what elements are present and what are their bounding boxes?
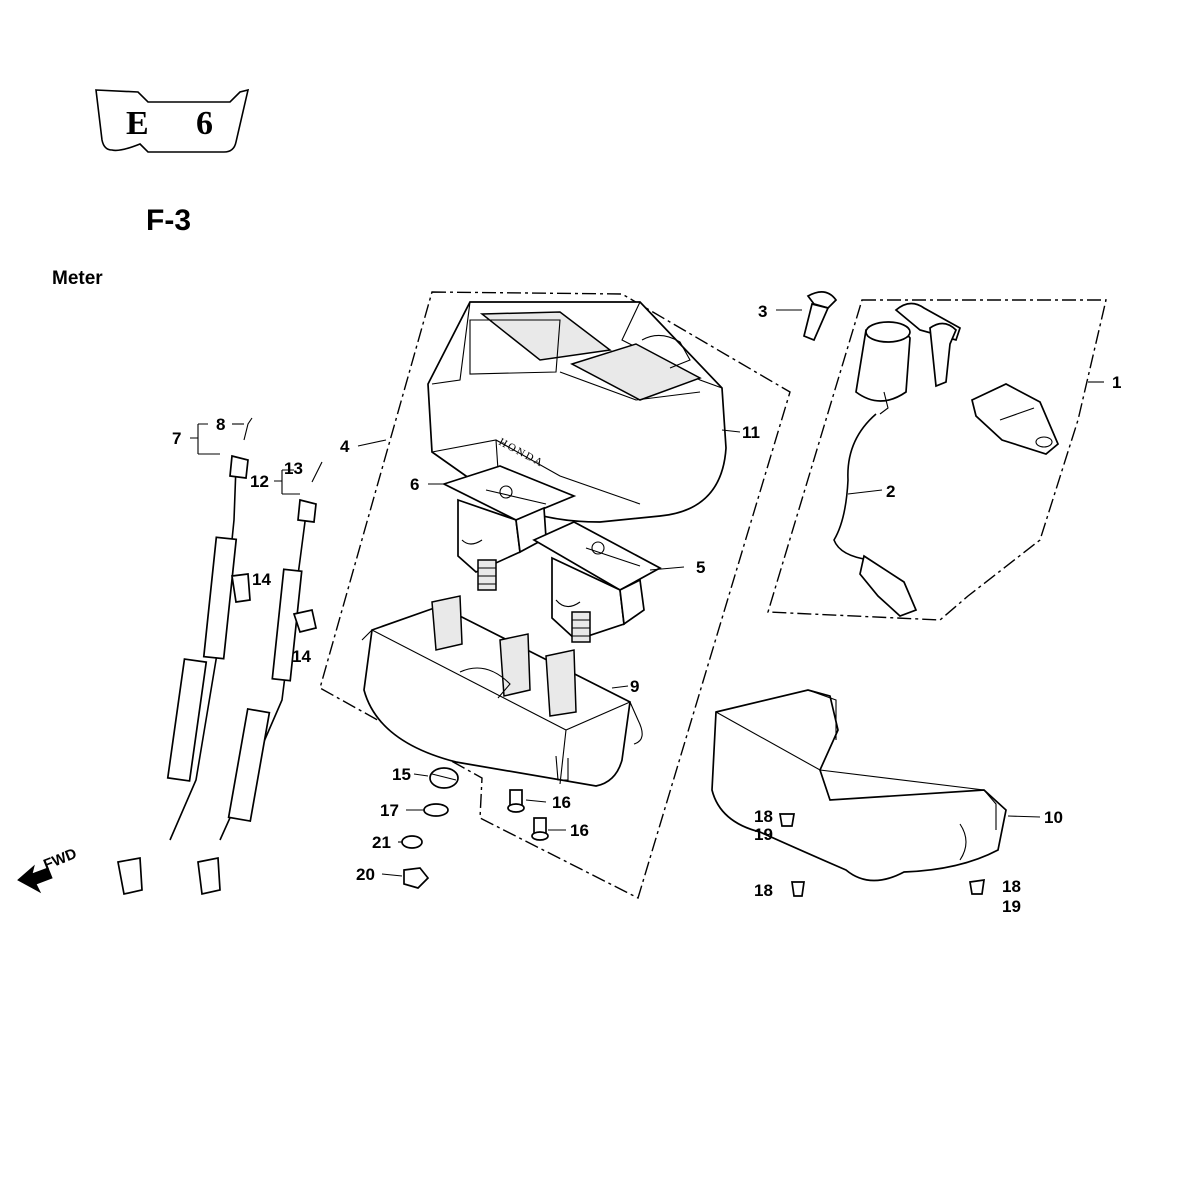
callout-19b: 19 [1002,897,1021,916]
callout-18b: 18 [754,881,773,900]
section-badge: E 6 [95,88,250,153]
callout-6: 6 [410,475,419,494]
callout-14a: 14 [252,570,271,589]
bulb-socket-16a [507,789,525,813]
badge-letter: E [126,105,149,142]
leader-lines [190,309,1104,877]
callout-labels: 1 2 3 4 5 6 7 8 9 10 11 12 13 14 14 15 1… [172,302,1121,916]
callout-8: 8 [216,415,225,434]
badge-number: 6 [196,105,213,142]
callout-20: 20 [356,865,375,884]
bulb-socket-16b [531,817,549,841]
ignition-key [802,291,838,342]
section-title: Meter [52,268,103,289]
washer-17 [423,803,449,817]
callout-16b: 16 [570,821,589,840]
ignition-switch [833,302,962,617]
callout-12: 12 [250,472,269,491]
callout-14b: 14 [292,647,311,666]
callout-17: 17 [380,801,399,820]
callout-15: 15 [392,765,411,784]
tachometer-cable [197,461,323,896]
speedometer-cable [117,417,253,896]
nut-20 [403,867,430,889]
callout-18c: 18 [1002,877,1021,896]
meter-assembly-outline [319,291,791,900]
callout-10: 10 [1044,808,1063,827]
screw-18b [791,881,805,897]
screw-18a [778,813,796,827]
callout-2: 2 [886,482,895,501]
cable-clamp-right [292,608,318,634]
callout-16a: 16 [552,793,571,812]
meter-case-lower [361,595,643,787]
switch-cover [971,383,1060,455]
callout-3: 3 [758,302,767,321]
grommet-15 [429,767,459,789]
meter-visor [711,689,1007,882]
callout-19a: 19 [754,825,773,844]
callout-7: 7 [172,429,181,448]
switch-set-outline [767,299,1107,621]
callout-4: 4 [340,437,350,456]
callout-18a: 18 [754,807,773,826]
washer-21 [401,835,423,849]
callout-9: 9 [630,677,639,696]
callout-11: 11 [742,423,760,442]
callout-13: 13 [284,459,303,478]
fwd-label: FWD [41,845,79,874]
section-code: F-3 [146,204,191,237]
callout-5: 5 [696,558,705,577]
callout-1: 1 [1112,373,1121,392]
cable-clamp-left [231,573,251,603]
callout-21: 21 [372,833,391,852]
tachometer-gauge [532,521,662,643]
screw-18c [969,878,986,895]
forward-arrow-icon [17,864,53,894]
